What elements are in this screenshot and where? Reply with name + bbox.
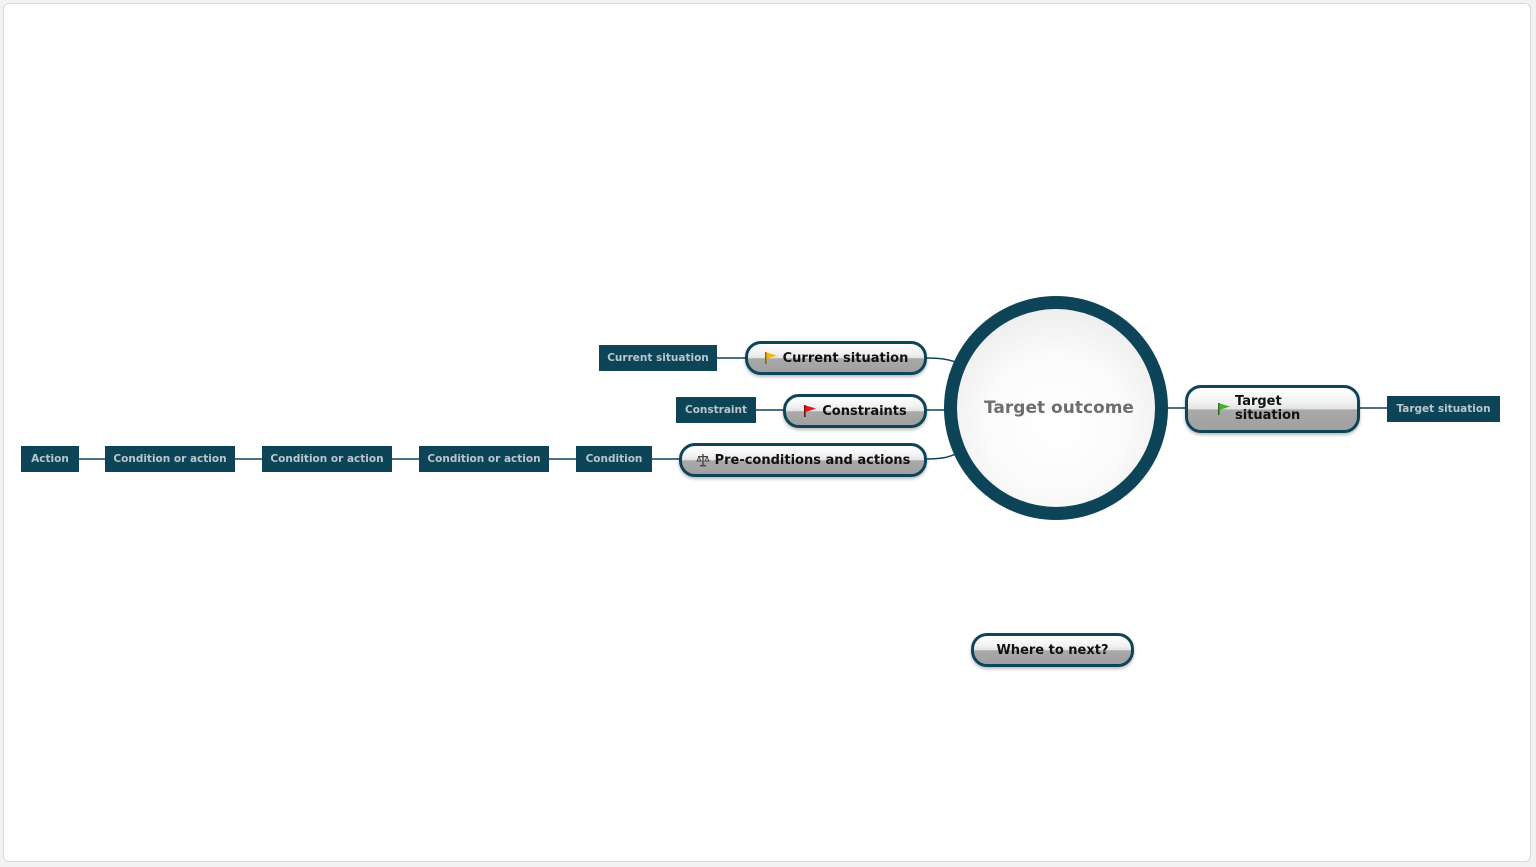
subtopic-label: Target situation [1396, 403, 1491, 415]
chain-node-label: Condition or action [113, 453, 227, 465]
topic-label: Constraints [822, 403, 907, 419]
subtopic-constraint[interactable]: Constraint [676, 397, 756, 423]
connector-lines [78, 357, 1387, 460]
topic-constraints[interactable]: Constraints [783, 394, 927, 428]
topic-label: Pre-conditions and actions [714, 452, 911, 468]
subtopic-current-situation[interactable]: Current situation [599, 345, 717, 371]
central-topic-label: Target outcome [984, 398, 1134, 418]
mind-map-canvas: Target outcome Current situation Current… [3, 3, 1531, 862]
chain-node-label: Condition [585, 453, 643, 465]
connector-current [925, 357, 957, 363]
yellow-flag-icon [764, 351, 778, 365]
chain-node-condition-or-action[interactable]: Condition or action [105, 446, 235, 472]
topic-current-situation[interactable]: Current situation [745, 341, 927, 375]
subtopic-label: Constraint [684, 404, 748, 416]
chain-node-condition-or-action[interactable]: Condition or action [262, 446, 392, 472]
chain-node-condition[interactable]: Condition [576, 446, 652, 472]
topic-target-situation[interactable]: Target situation [1185, 385, 1360, 433]
red-flag-icon [803, 404, 817, 418]
topic-preconditions-and-actions[interactable]: Pre-conditions and actions [679, 443, 927, 477]
chain-node-label: Condition or action [427, 453, 541, 465]
topic-label: Target situation [1235, 394, 1301, 423]
subtopic-label: Current situation [607, 352, 709, 364]
chain-node-action[interactable]: Action [21, 446, 79, 472]
green-flag-icon [1217, 402, 1231, 416]
connector-preconditions [925, 453, 957, 460]
subtopic-target-situation[interactable]: Target situation [1387, 396, 1500, 422]
floating-topic-where-to-next[interactable]: Where to next? [971, 633, 1134, 667]
topic-label: Where to next? [996, 642, 1109, 658]
scales-icon [695, 453, 710, 467]
central-topic-target-outcome[interactable]: Target outcome [944, 296, 1168, 520]
chain-node-label: Condition or action [270, 453, 384, 465]
chain-node-label: Action [31, 453, 69, 465]
topic-label: Current situation [782, 350, 909, 366]
chain-node-condition-or-action[interactable]: Condition or action [419, 446, 549, 472]
